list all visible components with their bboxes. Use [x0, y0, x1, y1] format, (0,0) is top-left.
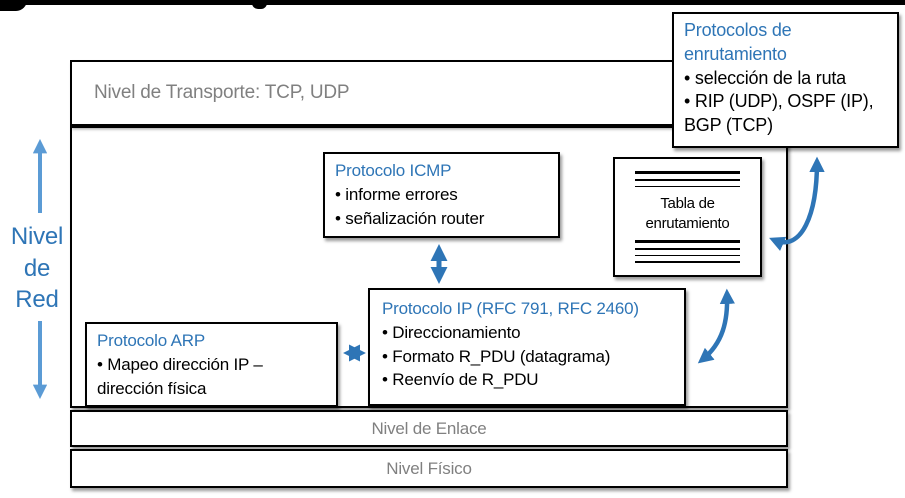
- slide-top-left-corner: [0, 0, 27, 11]
- physical-layer-box: Nivel Físico: [70, 449, 788, 488]
- ip-bullet: • Formato R_PDU (datagrama): [382, 346, 611, 366]
- network-layer-container-box: [70, 126, 788, 408]
- physical-layer-label: Nivel Físico: [386, 458, 472, 478]
- routing-title-line: Protocolos de: [684, 20, 792, 40]
- protocolos-enrutamiento-box: Protocolos de enrutamiento • selección d…: [672, 12, 899, 148]
- ip-bullet: • Reenvío de R_PDU: [382, 370, 539, 390]
- tabla-enrutamiento-label: Tabla de enrutamiento: [645, 195, 730, 232]
- icmp-title: Protocolo ICMP: [335, 161, 452, 180]
- tabla-enrutamiento-box: Tabla de enrutamiento: [613, 157, 762, 277]
- arp-bullet-wrap: dirección física: [97, 378, 207, 398]
- routing-bullet: • selección de la ruta: [684, 67, 846, 88]
- routing-title-line: enrutamiento: [684, 43, 787, 64]
- slide-top-notch: [252, 0, 267, 9]
- arp-title: Protocolo ARP: [97, 331, 205, 350]
- protocolo-ip-box: Protocolo IP (RFC 791, RFC 2460) • Direc…: [368, 288, 686, 406]
- ip-bullet: • Direccionamiento: [382, 322, 521, 342]
- slide-top-edge: [0, 0, 905, 5]
- icmp-bullet: • señalización router: [335, 208, 485, 228]
- routing-table-lines-icon: [635, 240, 740, 263]
- transport-layer-box: Nivel de Transporte: TCP, UDP: [70, 60, 788, 126]
- link-layer-box: Nivel de Enlace: [70, 410, 788, 447]
- routing-table-lines-icon: [635, 171, 740, 188]
- ip-title: Protocolo IP (RFC 791, RFC 2460): [382, 299, 639, 318]
- link-layer-label: Nivel de Enlace: [371, 418, 487, 438]
- protocolo-arp-box: Protocolo ARP • Mapeo dirección IP – dir…: [85, 322, 338, 407]
- routing-bullet-wrap: BGP (TCP): [684, 115, 773, 135]
- icmp-bullet: • informe errores: [335, 184, 458, 204]
- protocolo-icmp-box: Protocolo ICMP • informe errores • señal…: [323, 152, 560, 238]
- arp-bullet: • Mapeo dirección IP –: [97, 354, 263, 374]
- transport-layer-label: Nivel de Transporte: TCP, UDP: [94, 82, 350, 103]
- nivel-de-red-label: Nivel de Red: [10, 223, 64, 314]
- routing-bullet: • RIP (UDP), OSPF (IP),: [684, 91, 874, 112]
